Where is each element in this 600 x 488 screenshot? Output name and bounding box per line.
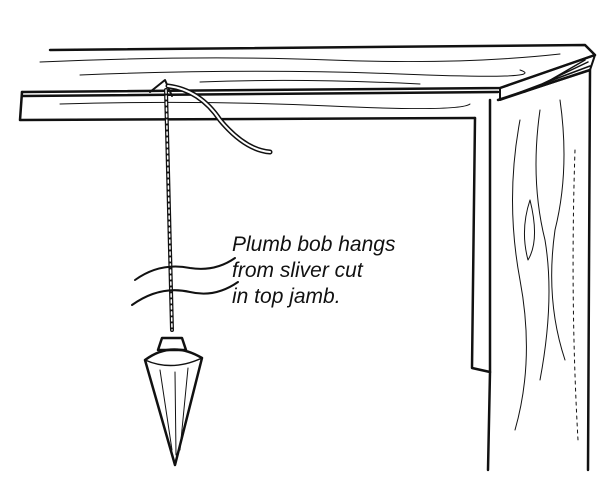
sliver-cut	[149, 79, 273, 155]
top-jamb	[18, 43, 597, 122]
plumb-bob	[143, 336, 204, 467]
caption-line-3: in top jamb.	[232, 285, 341, 308]
caption: Plumb bob hangs from sliver cut in top j…	[232, 232, 395, 310]
jamb-end-grain	[499, 54, 596, 101]
break-lines	[131, 257, 239, 306]
side-jamb	[470, 68, 592, 472]
caption-line-1: Plumb bob hangs	[232, 233, 396, 256]
caption-line-2: from sliver cut	[232, 259, 363, 282]
plumb-line-string	[164, 88, 174, 332]
